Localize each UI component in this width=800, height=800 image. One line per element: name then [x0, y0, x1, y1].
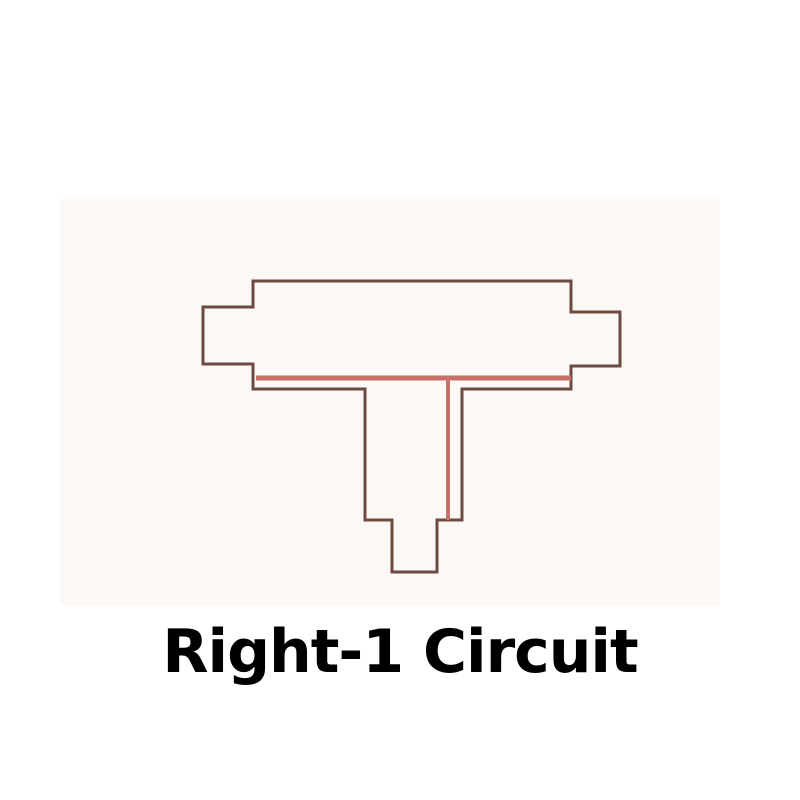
- connector-outline: [201, 279, 622, 574]
- diagram-panel: [60, 199, 720, 606]
- diagram-caption: Right-1 Circuit: [162, 617, 638, 687]
